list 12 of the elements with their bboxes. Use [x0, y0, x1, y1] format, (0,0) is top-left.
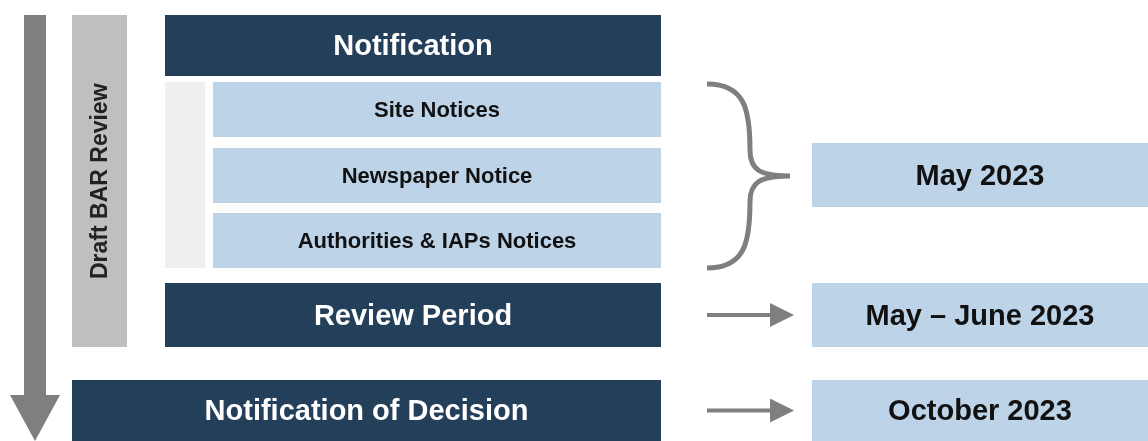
step-box: Site Notices [213, 82, 661, 137]
date-box: May 2023 [812, 143, 1148, 207]
heading-box: Notification of Decision [72, 380, 661, 441]
date-box: October 2023 [812, 380, 1148, 441]
heading-box: Review Period [165, 283, 661, 347]
vertical-band: Draft BAR Review [72, 15, 127, 347]
step-box: Newspaper Notice [213, 148, 661, 203]
arrow [707, 303, 794, 327]
arrow [707, 398, 794, 423]
heading-box: Notification [165, 15, 661, 76]
date-box: May – June 2023 [812, 283, 1148, 347]
step-box: Authorities & IAPs Notices [213, 213, 661, 268]
